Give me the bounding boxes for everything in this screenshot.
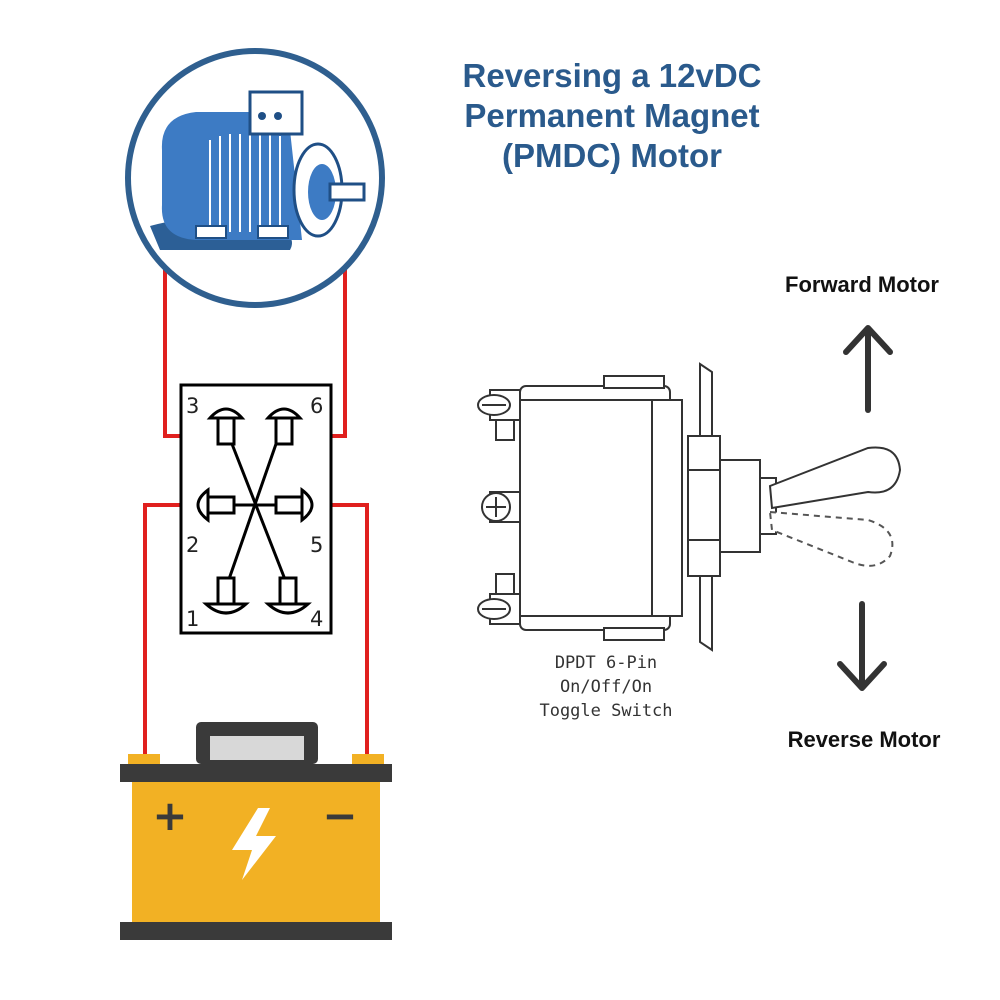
switch-schematic: 3 6 2 5 1 4 [179, 383, 333, 635]
pin-label-4: 4 [310, 607, 323, 631]
pin-label-3: 3 [186, 394, 199, 418]
arrow-up-icon [843, 325, 893, 413]
terminal-2 [196, 486, 236, 524]
lightning-icon [232, 808, 276, 880]
arrow-down-icon [837, 601, 887, 691]
screw-terminal-bottom [477, 573, 521, 625]
battery-icon: + − [120, 722, 392, 940]
terminal-5 [274, 486, 314, 524]
battery-plus-sign: + [152, 791, 187, 840]
motor-icon [125, 48, 385, 308]
screw-terminal-top [477, 389, 521, 441]
toggle-switch-icon [477, 362, 902, 652]
title-line-3: (PMDC) Motor [502, 137, 722, 174]
title-line-1: Reversing a 12vDC [463, 57, 762, 94]
terminal-4 [264, 576, 312, 615]
toggle-caption-line-3: Toggle Switch [539, 701, 672, 721]
pin-label-6: 6 [310, 394, 323, 418]
terminal-6 [264, 407, 304, 446]
title-line-2: Permanent Magnet [464, 97, 759, 134]
screw-terminal-middle [481, 491, 521, 523]
forward-motor-label: Forward Motor [785, 272, 939, 297]
pin-label-2: 2 [186, 533, 199, 557]
terminal-3 [206, 407, 246, 446]
battery-minus-sign: − [322, 791, 357, 840]
reverse-motor-label: Reverse Motor [788, 727, 941, 752]
toggle-caption: DPDT 6-Pin On/Off/On Toggle Switch [539, 653, 672, 721]
pin-label-1: 1 [186, 607, 199, 631]
pin-label-5: 5 [310, 533, 323, 557]
title: Reversing a 12vDC Permanent Magnet (PMDC… [463, 57, 762, 174]
terminal-1 [202, 576, 250, 615]
toggle-caption-line-1: DPDT 6-Pin [555, 653, 657, 673]
toggle-caption-line-2: On/Off/On [560, 677, 652, 697]
